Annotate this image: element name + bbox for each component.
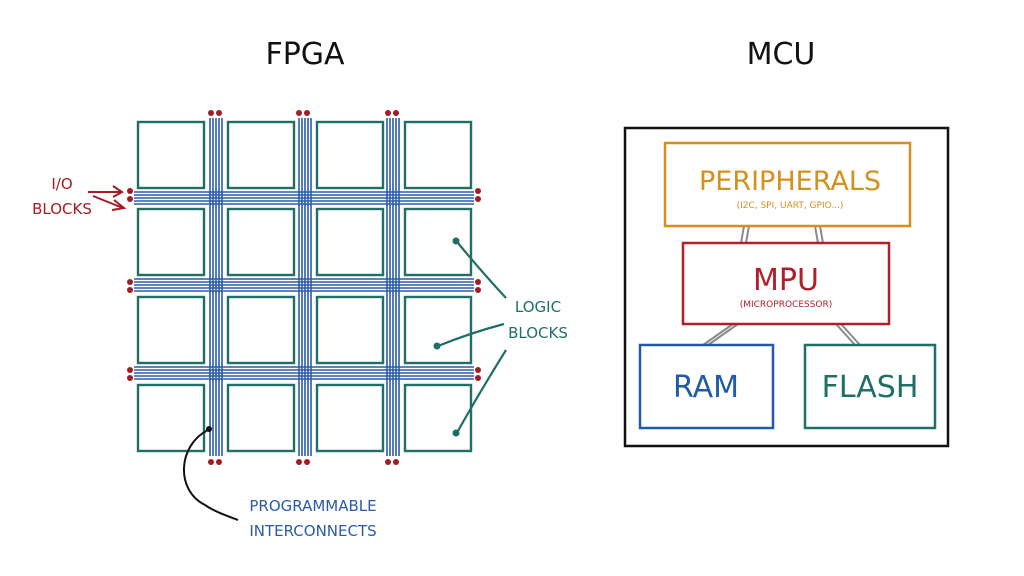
logic-block: [226, 383, 296, 453]
ram-label: RAM: [673, 370, 739, 405]
peripherals-label: PERIPHERALS: [699, 166, 881, 197]
logic-block: [226, 207, 296, 277]
flash-label: FLASH: [822, 370, 919, 405]
io-label-line2: BLOCKS: [32, 200, 92, 218]
io-pad-dot: [216, 110, 222, 116]
logic-block: [315, 295, 385, 365]
io-pad-dot: [127, 375, 133, 381]
logic-block-grid: [136, 120, 473, 453]
interconnect-leader-dot: [206, 426, 212, 432]
io-pad-dot: [127, 279, 133, 285]
logic-block: [136, 120, 206, 190]
io-pad-dot: [208, 110, 214, 116]
io-pad-dot: [127, 196, 133, 202]
logic-block: [403, 120, 473, 190]
logic-block: [315, 207, 385, 277]
io-pad-dot: [475, 279, 481, 285]
interconnect-label-line1: PROGRAMMABLE: [249, 497, 376, 515]
mpu-block: [681, 241, 891, 326]
flash-block: [803, 343, 937, 430]
io-pad-dot: [127, 367, 133, 373]
io-block-pads: [127, 110, 481, 465]
io-pad-dot: [304, 110, 310, 116]
interconnect-leader-line: [182, 429, 239, 521]
io-pad-dot: [208, 459, 214, 465]
mcu-outline: [623, 126, 950, 448]
io-pad-dot: [475, 367, 481, 373]
logic-label-line2: BLOCKS: [508, 324, 568, 342]
io-label-line1: I/O: [51, 175, 72, 193]
interconnect-label-line2: INTERCONNECTS: [249, 522, 376, 540]
logic-block: [136, 207, 206, 277]
logic-block: [403, 207, 473, 277]
logic-block: [136, 295, 206, 365]
io-pad-dot: [475, 188, 481, 194]
io-pad-dot: [385, 459, 391, 465]
io-pad-dot: [127, 188, 133, 194]
mpu-label: MPU: [753, 263, 819, 298]
io-pad-dot: [393, 459, 399, 465]
logic-block: [226, 295, 296, 365]
io-pad-dot: [296, 459, 302, 465]
fpga-title: FPGA: [265, 37, 345, 72]
ram-block: [638, 343, 775, 430]
peripherals-block: [663, 141, 912, 228]
io-pad-dot: [475, 196, 481, 202]
io-pad-dot: [216, 459, 222, 465]
logic-block: [403, 295, 473, 365]
io-pad-dot: [475, 287, 481, 293]
programmable-interconnects: [134, 118, 474, 456]
io-pad-dot: [393, 110, 399, 116]
logic-label-line1: LOGIC: [515, 298, 561, 316]
logic-block: [226, 120, 296, 190]
io-pad-dot: [296, 110, 302, 116]
logic-block: [315, 383, 385, 453]
io-pad-dot: [475, 375, 481, 381]
mpu-sublabel: (MICROPROCESSOR): [740, 300, 833, 310]
logic-block: [403, 383, 473, 453]
io-pad-dot: [385, 110, 391, 116]
mcu-title: MCU: [747, 37, 816, 72]
peripherals-sublabel: (I2C, SPI, UART, GPIO...): [737, 201, 844, 211]
logic-leader-dots: [433, 237, 460, 437]
logic-leader-lines: [437, 242, 507, 432]
io-pad-dot: [304, 459, 310, 465]
io-arrow-icon: [88, 185, 127, 211]
logic-block: [136, 383, 206, 453]
io-pad-dot: [127, 287, 133, 293]
mcu-bus-connectors: [702, 225, 861, 346]
logic-block: [315, 120, 385, 190]
